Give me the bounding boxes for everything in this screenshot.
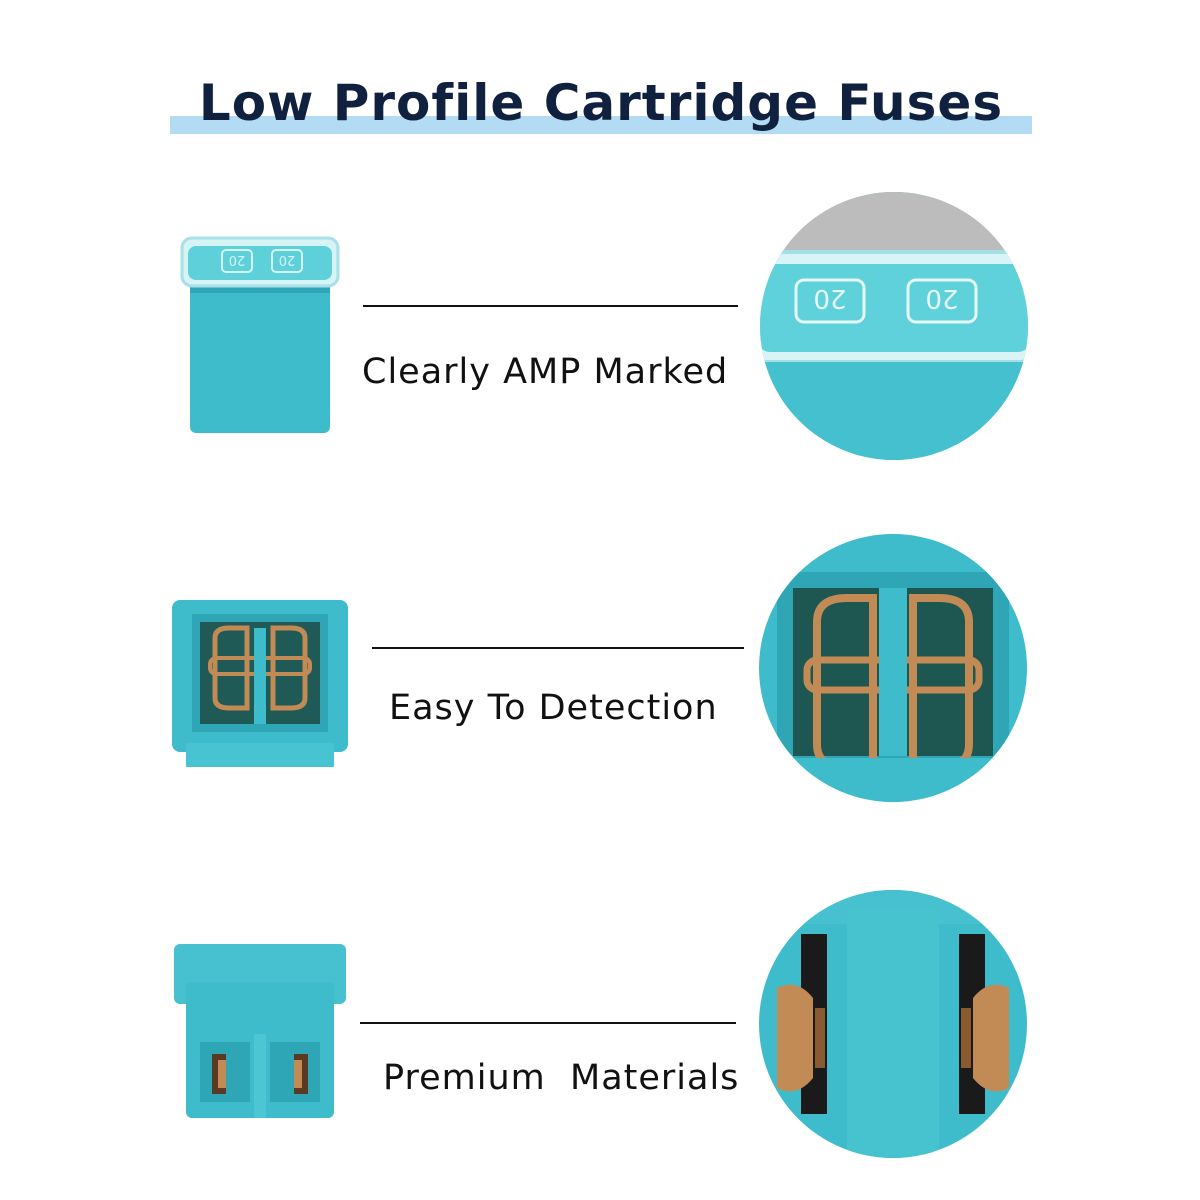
feature-label-amp-marked: Clearly AMP Marked [362, 352, 729, 392]
feature-connector-line [363, 305, 738, 307]
fuse-side-view-image: 20 20 [180, 236, 340, 433]
feature-label-premium-materials: Premium Materials [383, 1058, 740, 1098]
page-title: Low Profile Cartridge Fuses [198, 74, 1004, 132]
zoom-detail-terminals-image [759, 534, 1027, 802]
amp-marking-right: 20 [279, 252, 296, 267]
feature-connector-line [360, 1022, 736, 1024]
feature-label-easy-detection: Easy To Detection [389, 688, 718, 728]
zoom-detail-materials-image [759, 890, 1027, 1158]
title-highlight-bar [170, 116, 1032, 134]
fuse-bottom-view-image [174, 944, 346, 1118]
amp-marking-left: 20 [229, 252, 246, 267]
title-block: Low Profile Cartridge Fuses [170, 74, 1032, 144]
zoom-amp-marking-left: 20 [813, 283, 846, 313]
feature-connector-line [372, 647, 744, 649]
fuse-terminal-view-image [172, 600, 348, 767]
zoom-amp-marking-right: 20 [925, 283, 958, 313]
zoom-detail-amp-marking-image: 20 20 [760, 192, 1028, 460]
